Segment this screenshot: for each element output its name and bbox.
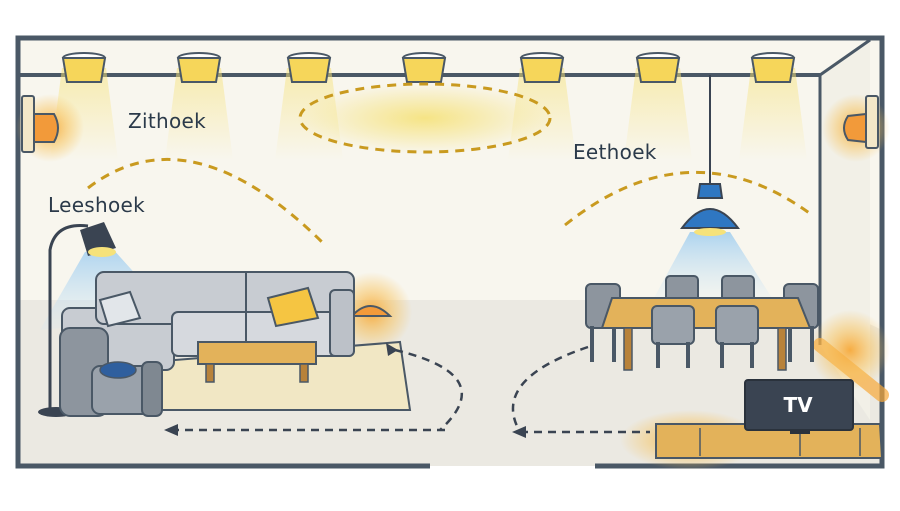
tv-label: TV xyxy=(783,393,813,417)
ceiling-spot-icon xyxy=(624,52,692,160)
tv-icon xyxy=(744,379,854,434)
wall-sconce-icon xyxy=(822,94,890,162)
wall-sconce-icon xyxy=(16,94,84,162)
ceiling-corner-line xyxy=(819,38,871,77)
reading-corner-label: Leeshoek xyxy=(48,193,146,217)
led-strip-halo xyxy=(810,310,890,390)
dining-area-label: Eethoek xyxy=(573,140,657,164)
sitting-zone-arc xyxy=(87,158,327,247)
coffee-table-icon xyxy=(197,341,317,383)
tv-console xyxy=(655,423,884,459)
side-lamp-icon xyxy=(349,305,393,317)
dining-chair xyxy=(651,305,695,368)
dining-table-icon xyxy=(585,275,819,371)
arrow-left-icon xyxy=(164,424,178,436)
cushion xyxy=(98,290,142,328)
ceiling-spot-icon xyxy=(165,52,233,160)
dining-zone-arc xyxy=(564,171,813,227)
room-outline xyxy=(15,35,885,469)
pillow xyxy=(266,286,320,328)
arrow-left-icon xyxy=(512,426,526,438)
dining-chair xyxy=(715,305,759,368)
armchair-icon xyxy=(59,327,163,417)
sitting-area-label: Zithoek xyxy=(128,109,206,133)
walk-path-curve xyxy=(394,348,463,431)
arrow-head-icon xyxy=(386,343,398,356)
ceiling-spots xyxy=(50,52,807,160)
walk-path-curve-right xyxy=(511,345,589,433)
ceiling-spot-icon xyxy=(401,52,447,83)
ceiling-light-pool xyxy=(297,82,553,154)
central-light-zone xyxy=(298,82,552,154)
ceiling-spot-icon xyxy=(739,52,807,160)
